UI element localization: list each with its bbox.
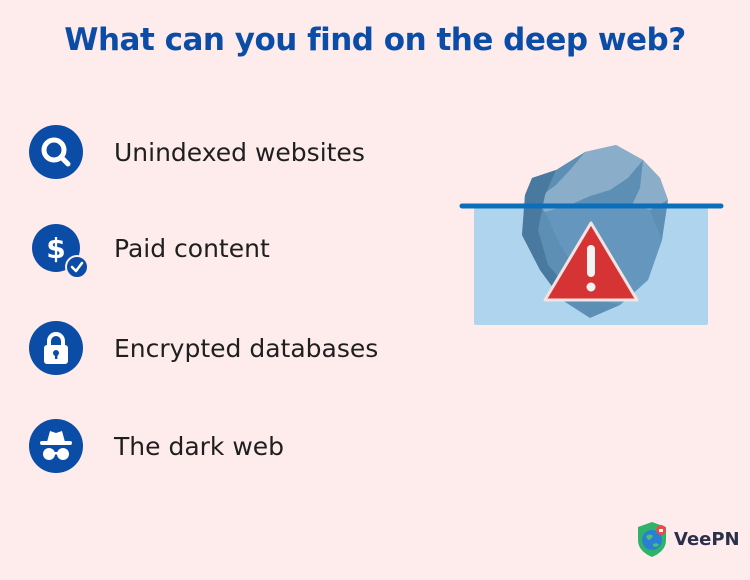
list-item-encrypted: Encrypted databases — [28, 320, 378, 376]
list-item-unindexed: Unindexed websites — [28, 124, 365, 180]
svg-text:$: $ — [46, 232, 65, 265]
list-item-dark-web: The dark web — [28, 418, 284, 474]
logo-text: VeePN — [674, 528, 740, 550]
item-label: The dark web — [114, 431, 285, 461]
iceberg-illustration — [459, 145, 724, 325]
veepn-logo: VeePN — [636, 520, 740, 558]
item-label: Paid content — [114, 233, 270, 263]
item-label: Unindexed websites — [114, 137, 365, 167]
search-icon — [29, 125, 83, 179]
lock-icon — [29, 321, 83, 375]
shield-globe-icon — [638, 522, 666, 557]
dollar-check-icon: $ — [32, 224, 89, 279]
page-title: What can you find on the deep web? — [64, 22, 686, 58]
incognito-icon — [29, 419, 83, 473]
list-item-paid: $ Paid content — [28, 220, 270, 279]
item-label: Encrypted databases — [114, 333, 379, 363]
warning-icon — [543, 221, 639, 302]
